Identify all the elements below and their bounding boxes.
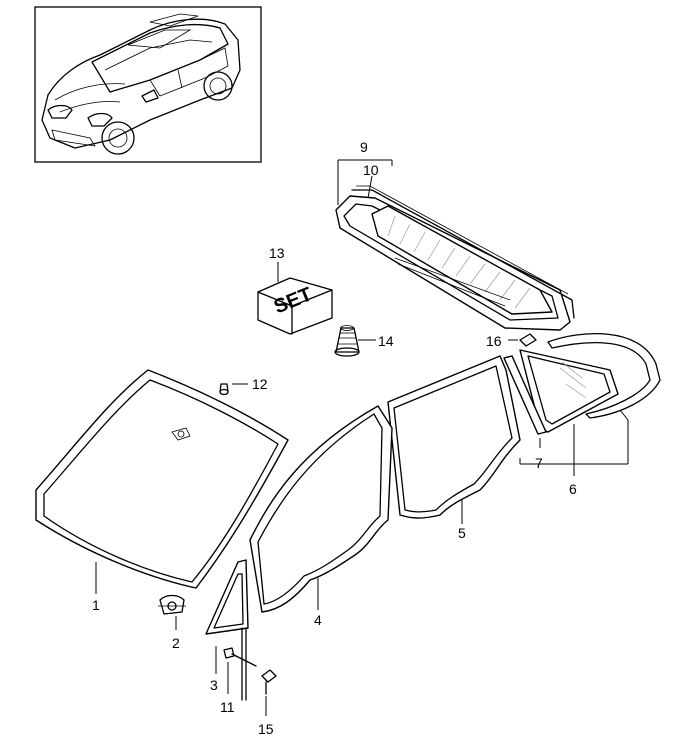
windshield-clip bbox=[158, 594, 186, 630]
label-part-11: 11 bbox=[220, 699, 235, 715]
windshield bbox=[35, 369, 289, 594]
vent-glass bbox=[205, 559, 249, 701]
cone-part bbox=[334, 325, 376, 357]
screw-part bbox=[261, 669, 277, 716]
label-part-9: 9 bbox=[360, 139, 368, 155]
label-part-16: 16 bbox=[486, 333, 502, 349]
set-box: SET bbox=[257, 262, 333, 335]
set-box-text: SET bbox=[271, 283, 315, 318]
quarter-glass-assembly bbox=[503, 332, 661, 476]
rear-door-glass bbox=[387, 355, 521, 524]
vehicle-thumbnail bbox=[34, 6, 262, 163]
label-part-10: 10 bbox=[363, 162, 379, 178]
front-door-glass bbox=[249, 405, 393, 613]
label-part-6: 6 bbox=[569, 481, 577, 497]
label-part-4: 4 bbox=[314, 612, 322, 628]
label-part-7: 7 bbox=[535, 455, 543, 471]
rear-window-assembly bbox=[335, 159, 575, 331]
pin-part bbox=[219, 383, 248, 396]
label-part-2: 2 bbox=[172, 635, 180, 651]
label-part-5: 5 bbox=[458, 525, 466, 541]
label-part-1: 1 bbox=[92, 597, 100, 613]
part-labels: 9 10 13 14 16 12 7 6 5 1 4 2 3 11 15 bbox=[92, 139, 577, 737]
label-part-14: 14 bbox=[378, 333, 394, 349]
small-pad bbox=[508, 333, 537, 347]
label-part-3: 3 bbox=[210, 677, 218, 693]
label-part-15: 15 bbox=[258, 721, 274, 737]
label-part-12: 12 bbox=[252, 376, 268, 392]
bolt-part bbox=[223, 647, 257, 694]
label-part-13: 13 bbox=[269, 245, 285, 261]
